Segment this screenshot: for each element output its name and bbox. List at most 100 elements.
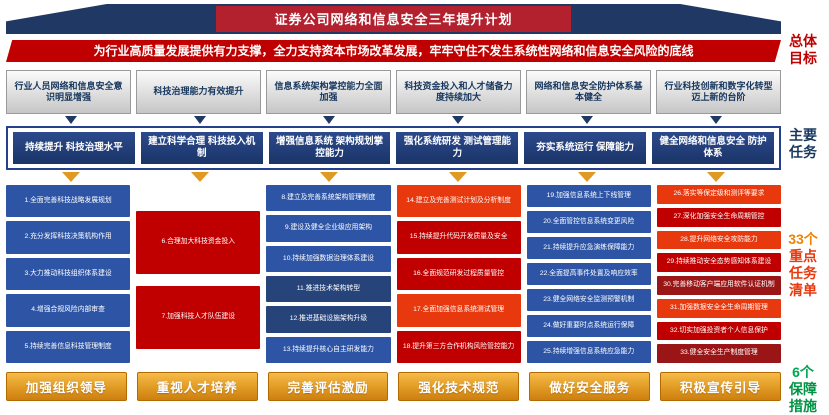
task-item: 12.推进基础设施架构升级 — [266, 306, 391, 333]
safeguard-count: 6个 — [792, 364, 814, 380]
main-tasks-row: 持续提升 科技治理水平建立科学合理 科技投入机制增强信息系统 架构规划掌控能力强… — [13, 132, 774, 164]
main-content: 证券公司网络和信息安全三年提升计划 为行业高质量发展提供有力支撑，全力支持资本市… — [6, 4, 782, 401]
label-safeguards: 6个 保障措施 — [783, 364, 823, 415]
task-item: 33.健全安全生产制度管理 — [656, 344, 782, 363]
goal-box-1: 行业人员网络和信息安全意识明显增强 — [6, 70, 131, 114]
arrow-cell — [264, 170, 393, 183]
arrow-cell — [6, 115, 135, 125]
task-item: 10.持续加强数据治理体系建设 — [266, 245, 391, 272]
task-item: 27.深化加强安全生命周期管控 — [656, 207, 782, 227]
goal-box-5: 网络和信息安全防护体系基本健全 — [526, 70, 651, 114]
arrow-cell — [523, 170, 652, 183]
arrow-cell — [264, 115, 393, 125]
goals-to-tasks-arrows — [6, 115, 781, 125]
task-item: 31.加强数据安全全生命周期管理 — [656, 298, 782, 318]
down-arrow-icon — [581, 116, 594, 124]
task-item: 11.推进技术架构转型 — [266, 275, 391, 303]
task-item: 2.充分发挥科技决策机构作用 — [6, 221, 131, 254]
goals-row: 行业人员网络和信息安全意识明显增强科技治理能力有效提升信息系统架构掌控能力全面加… — [6, 70, 781, 114]
task-item: 9.建设及健全企业级应用架构 — [266, 215, 391, 242]
task-column-6: 26.落实等保定级和测评等要求 27.深化加强安全生命周期管控 28.提升网络安全攻… — [656, 185, 782, 363]
main-task-box-5: 夯实系统运行 保障能力 — [524, 132, 647, 164]
down-arrow-icon — [64, 116, 77, 124]
arrow-cell — [135, 170, 264, 183]
main-task-box-2: 建立科学合理 科技投入机制 — [140, 132, 263, 164]
page-title: 证券公司网络和信息安全三年提升计划 — [216, 6, 571, 32]
safeguard-box-3: 完善评估激励 — [267, 372, 389, 401]
down-arrow-icon — [452, 116, 465, 124]
task-item: 15.持续提升代码开发质量及安全 — [396, 221, 521, 254]
tasks-to-list-arrows — [6, 170, 781, 183]
arrow-cell — [652, 115, 781, 125]
task-item: 8.建立及完善系统架构管理制度 — [266, 185, 391, 212]
main-task-box-6: 健全网络和信息安全 防护体系 — [652, 132, 774, 164]
safeguard-caption: 保障措施 — [789, 381, 817, 414]
title-banner: 证券公司网络和信息安全三年提升计划 — [6, 4, 781, 34]
arrow-cell — [394, 115, 523, 125]
down-arrow-icon — [61, 171, 80, 182]
task-item: 7.加强科技人才队伍建设 — [136, 286, 261, 349]
task-item: 32.切实加强投资者个人信息保护 — [656, 321, 782, 341]
task-item: 28.提升网络安全攻防能力 — [656, 230, 782, 250]
main-task-box-3: 增强信息系统 架构规划掌控能力 — [268, 132, 391, 164]
task-item: 3.大力推动科技组织体系建设 — [6, 257, 131, 291]
down-arrow-icon — [190, 171, 209, 182]
safeguard-box-2: 重视人才培养 — [136, 372, 258, 401]
goal-box-4: 科技资金投入和人才储备力度持续加大 — [396, 70, 521, 114]
task-item: 23.健全网络安全监测预警机制 — [526, 289, 651, 311]
safeguard-box-6: 积极宣传引导 — [660, 372, 781, 401]
arrow-cell — [652, 170, 781, 183]
task-list-caption: 重点任务清单 — [789, 248, 817, 298]
task-item: 20.全面管控信息系统变更风险 — [526, 211, 651, 233]
main-task-box-4: 强化系统研发 测试管理能力 — [396, 132, 519, 164]
safeguard-box-5: 做好安全服务 — [529, 372, 651, 401]
safeguards-row: 加强组织领导重视人才培养完善评估激励强化技术规范做好安全服务积极宣传引导 — [6, 372, 781, 401]
label-task-list: 33个 重点任务清单 — [783, 231, 823, 299]
task-column-3: 8.建立及完善系统架构管理制度 9.建设及健全企业级应用架构 10.持续加强数据治理… — [266, 185, 391, 363]
safeguard-box-4: 强化技术规范 — [398, 372, 520, 401]
down-arrow-icon — [193, 116, 206, 124]
goal-box-3: 信息系统架构掌控能力全面加强 — [266, 70, 391, 114]
task-column-2: 6.合理加大科技资金投入 7.加强科技人才队伍建设 — [136, 185, 261, 363]
task-item: 30.完善移动客户端应用软件认证机制 — [656, 276, 782, 295]
main-tasks-frame: 持续提升 科技治理水平建立科学合理 科技投入机制增强信息系统 架构规划掌控能力强… — [6, 126, 781, 170]
safeguard-box-1: 加强组织领导 — [6, 372, 127, 401]
side-labels: 总体目标 主要任务 33个 重点任务清单 6个 保障措施 — [783, 0, 827, 414]
task-item: 6.合理加大科技资金投入 — [136, 211, 261, 274]
task-column-5: 19.加强信息系统上下线管理 20.全面管控信息系统变更风险 21.持续提升应急演练… — [526, 185, 651, 363]
task-item: 18.提升第三方合作机构风险管控能力 — [396, 330, 521, 364]
down-arrow-icon — [707, 171, 726, 182]
task-count: 33个 — [788, 231, 818, 247]
down-arrow-icon — [449, 171, 468, 182]
task-item: 29.持续推动安全态势感知体系建设 — [656, 253, 782, 272]
task-item: 1.全面完善科技战略发展规划 — [6, 185, 131, 218]
goal-box-2: 科技治理能力有效提升 — [136, 70, 261, 114]
overall-goal-banner: 为行业高质量发展提供有力支撑，全力支持资本市场改革发展，牢牢守住不发生系统性网络… — [6, 40, 781, 62]
task-item: 21.持续提升应急演练保障能力 — [526, 237, 651, 259]
down-arrow-icon — [578, 171, 597, 182]
arrow-cell — [394, 170, 523, 183]
task-item: 26.落实等保定级和测评等要求 — [656, 185, 782, 204]
down-arrow-icon — [319, 171, 338, 182]
task-item: 4.增强合规风险内部审查 — [6, 294, 131, 327]
down-arrow-icon — [322, 116, 335, 124]
goal-box-6: 行业科技创新和数字化转型迈上新的台阶 — [656, 70, 781, 114]
down-arrow-icon — [710, 116, 723, 124]
task-item: 25.持续增强信息系统应急能力 — [526, 341, 651, 363]
label-main-tasks: 主要任务 — [789, 127, 817, 160]
task-item: 16.全面规范研发过程质量管控 — [396, 257, 521, 291]
arrow-cell — [6, 170, 135, 183]
task-item: 17.全面加强信息系统测试管理 — [396, 294, 521, 327]
task-item: 24.做好重要时点系统运行保障 — [526, 315, 651, 337]
task-item: 19.加强信息系统上下线管理 — [526, 185, 651, 207]
label-overall-goal: 总体目标 — [789, 33, 817, 66]
arrow-cell — [135, 115, 264, 125]
arrow-cell — [523, 115, 652, 125]
task-item: 5.持续完善信息科技管理制度 — [6, 330, 131, 364]
task-item: 13.持续提升核心自主研发能力 — [266, 336, 391, 363]
main-task-box-1: 持续提升 科技治理水平 — [13, 132, 135, 164]
